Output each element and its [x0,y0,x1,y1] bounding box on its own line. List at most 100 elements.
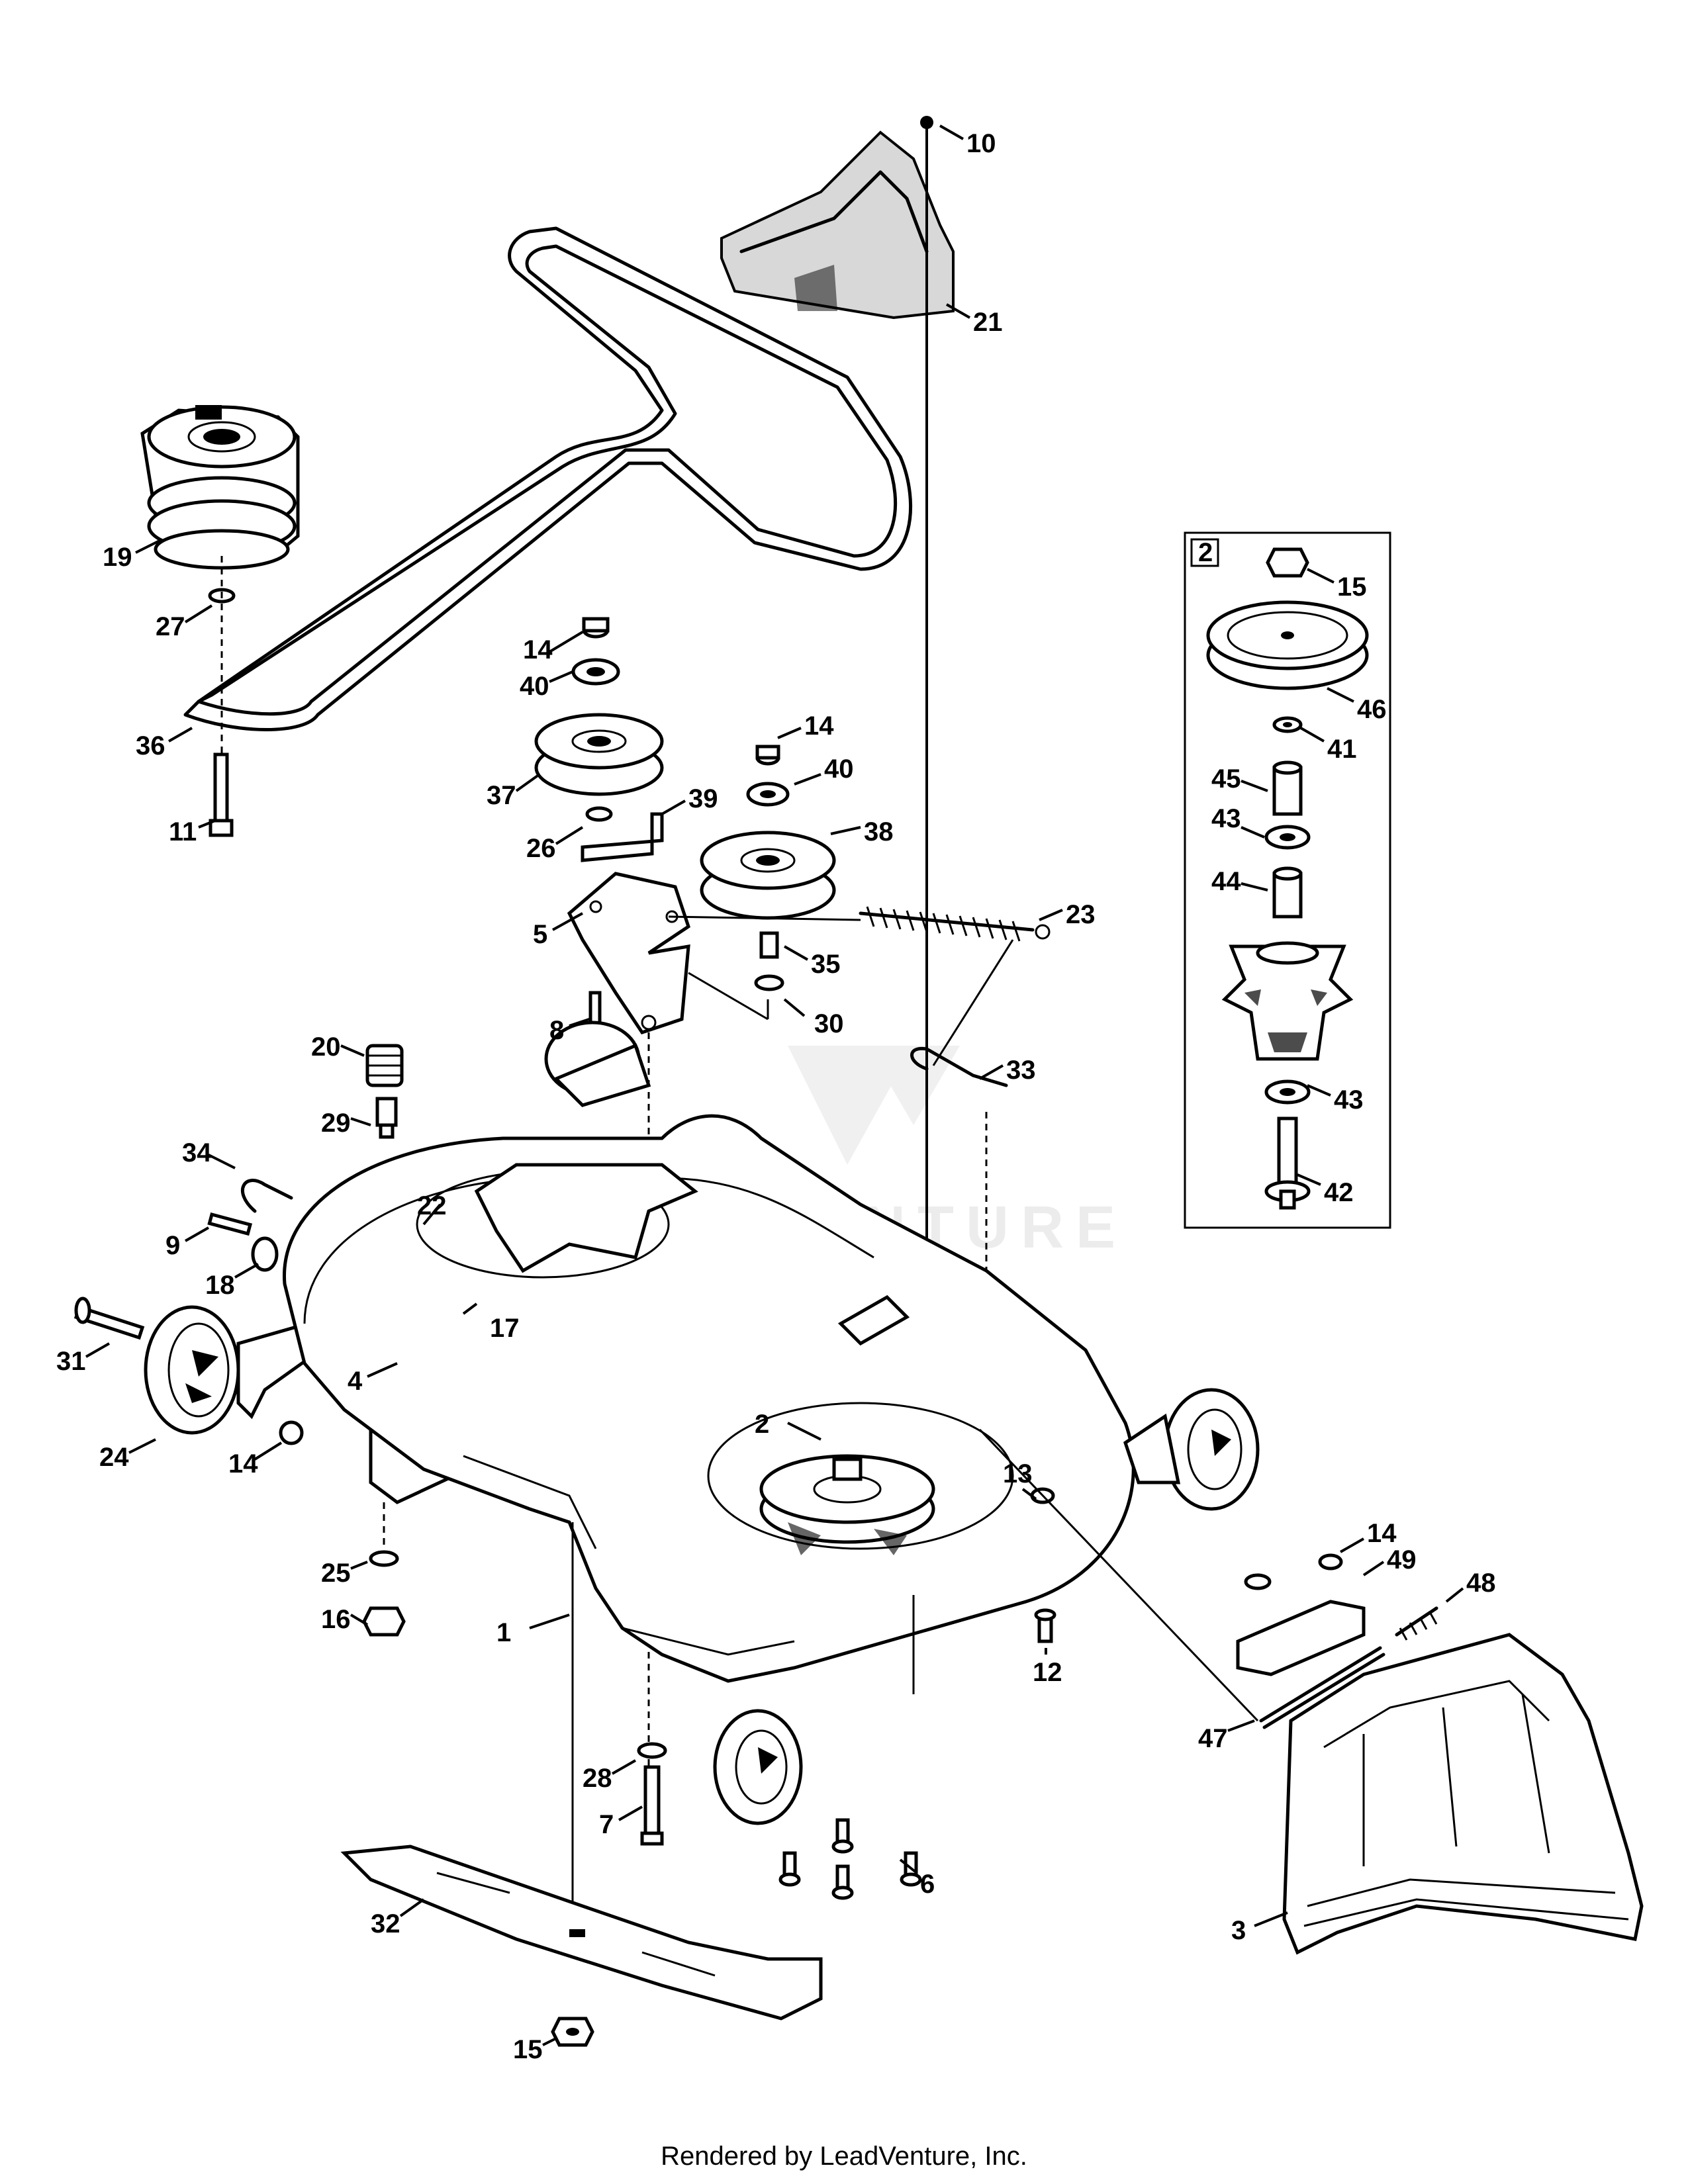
spindle-spacer [1272,760,1303,816]
callout-2: 2 [755,1410,769,1439]
callout-numbers: 1 2 3 4 5 6 7 8 9 10 11 12 13 14 14 14 1… [56,129,1496,2064]
callout-18: 18 [205,1271,235,1300]
callout-40b: 40 [824,754,854,784]
callout-5: 5 [533,920,547,949]
callout-13: 13 [1003,1459,1033,1488]
callout-1: 1 [496,1618,511,1647]
mandrel-bolt [640,1765,664,1846]
callout-6: 6 [920,1870,935,1899]
spindle-shaft [1264,1116,1311,1210]
deck-spindle-pulley [759,1454,935,1555]
idler-bearing-right [746,782,790,807]
inset-label-box [1190,538,1219,567]
spindle-inset: 2 [1184,531,1391,1229]
discharge-chute [1282,1633,1644,1955]
callout-16: 16 [321,1605,351,1634]
blade-nut [551,2017,594,2047]
callout-25: 25 [321,1559,351,1588]
deck-baffle-bracket [837,1295,910,1346]
spindle-pulley [1206,600,1369,690]
callout-49: 49 [1387,1545,1417,1574]
deck-wheel-left [144,1305,240,1435]
pto-clutch [140,405,300,570]
callout-40: 40 [520,672,549,701]
callout-26: 26 [526,834,556,863]
discharge-opening [474,1163,698,1273]
idler-arm [567,872,690,1034]
callout-24: 24 [99,1443,129,1472]
callout-44: 44 [1211,867,1241,896]
tension-spring [859,906,1051,942]
callout-14: 14 [228,1449,258,1479]
callout-14d: 14 [1367,1519,1397,1548]
spindle-nut [1266,547,1309,578]
deck-stud [1034,1608,1056,1643]
idler-pulley-flat [534,713,664,796]
idler-spacer [759,931,779,959]
clutch-bolt [209,752,234,837]
callout-4: 4 [348,1367,363,1396]
spindle-washer-top [1272,716,1303,733]
inset-label: 2 [1198,538,1213,567]
idler-spacer-washer [585,806,613,822]
chute-nut [1318,1553,1343,1570]
callout-8: 8 [549,1016,564,1045]
idler-bracket [581,812,664,862]
spindle-bushing [1272,866,1303,919]
chute-spring [1395,1606,1438,1641]
chute-bracket [1236,1573,1366,1676]
cover-screw [920,116,933,129]
callout-47: 47 [1198,1724,1228,1753]
callout-39: 39 [688,784,718,813]
callout-36: 36 [136,731,165,760]
deck-wheel-right-rear [1123,1388,1260,1511]
spindle-bearing-bottom [1264,1079,1311,1105]
deck-belt [183,226,912,731]
height-adjust-nut [365,1044,404,1087]
wheel-bolt-short [207,1212,253,1236]
deck-housing [283,1114,1135,1683]
callout-3: 3 [1231,1916,1246,1945]
baffle-rod [1259,1646,1385,1729]
mower-blade [340,1844,823,2021]
hairpin-clip [910,1046,1008,1087]
grease-fitting [375,1097,398,1139]
callout-37: 37 [487,781,516,810]
callout-48: 48 [1466,1569,1496,1598]
idler-pulley-v [700,831,836,920]
callout-14c: 14 [804,711,834,741]
idler-nut-left [582,617,610,639]
callout-22: 22 [417,1191,447,1220]
callout-46: 46 [1357,695,1387,724]
callout-38: 38 [864,817,894,846]
callout-32: 32 [371,1909,400,1938]
callout-17: 17 [490,1314,520,1343]
callout-42: 42 [1324,1178,1354,1207]
callout-23: 23 [1066,900,1096,929]
callout-28: 28 [583,1764,612,1793]
wheel-axle-bolt [73,1297,145,1340]
idler-bearing-left [571,658,620,686]
callout-19: 19 [103,543,132,572]
callout-35: 35 [811,950,841,979]
callout-34: 34 [182,1138,212,1167]
belt-cover [720,130,955,320]
callout-15b: 15 [513,2035,543,2064]
callout-10: 10 [966,129,996,158]
hitch-pin [240,1179,293,1213]
deck-screws [778,1818,922,1900]
callout-29: 29 [321,1109,351,1138]
callout-33: 33 [1006,1056,1036,1085]
callout-27: 27 [156,612,185,641]
callout-7: 7 [599,1810,614,1839]
callout-31: 31 [56,1347,86,1376]
footer-credit: Rendered by LeadVenture, Inc. [661,2142,1027,2171]
callout-14b: 14 [523,635,553,664]
callout-43: 43 [1211,804,1241,833]
callout-20: 20 [311,1032,341,1062]
callout-12: 12 [1033,1658,1062,1687]
callout-21: 21 [973,308,1003,337]
callout-45: 45 [1211,764,1241,794]
callout-41: 41 [1327,735,1357,764]
